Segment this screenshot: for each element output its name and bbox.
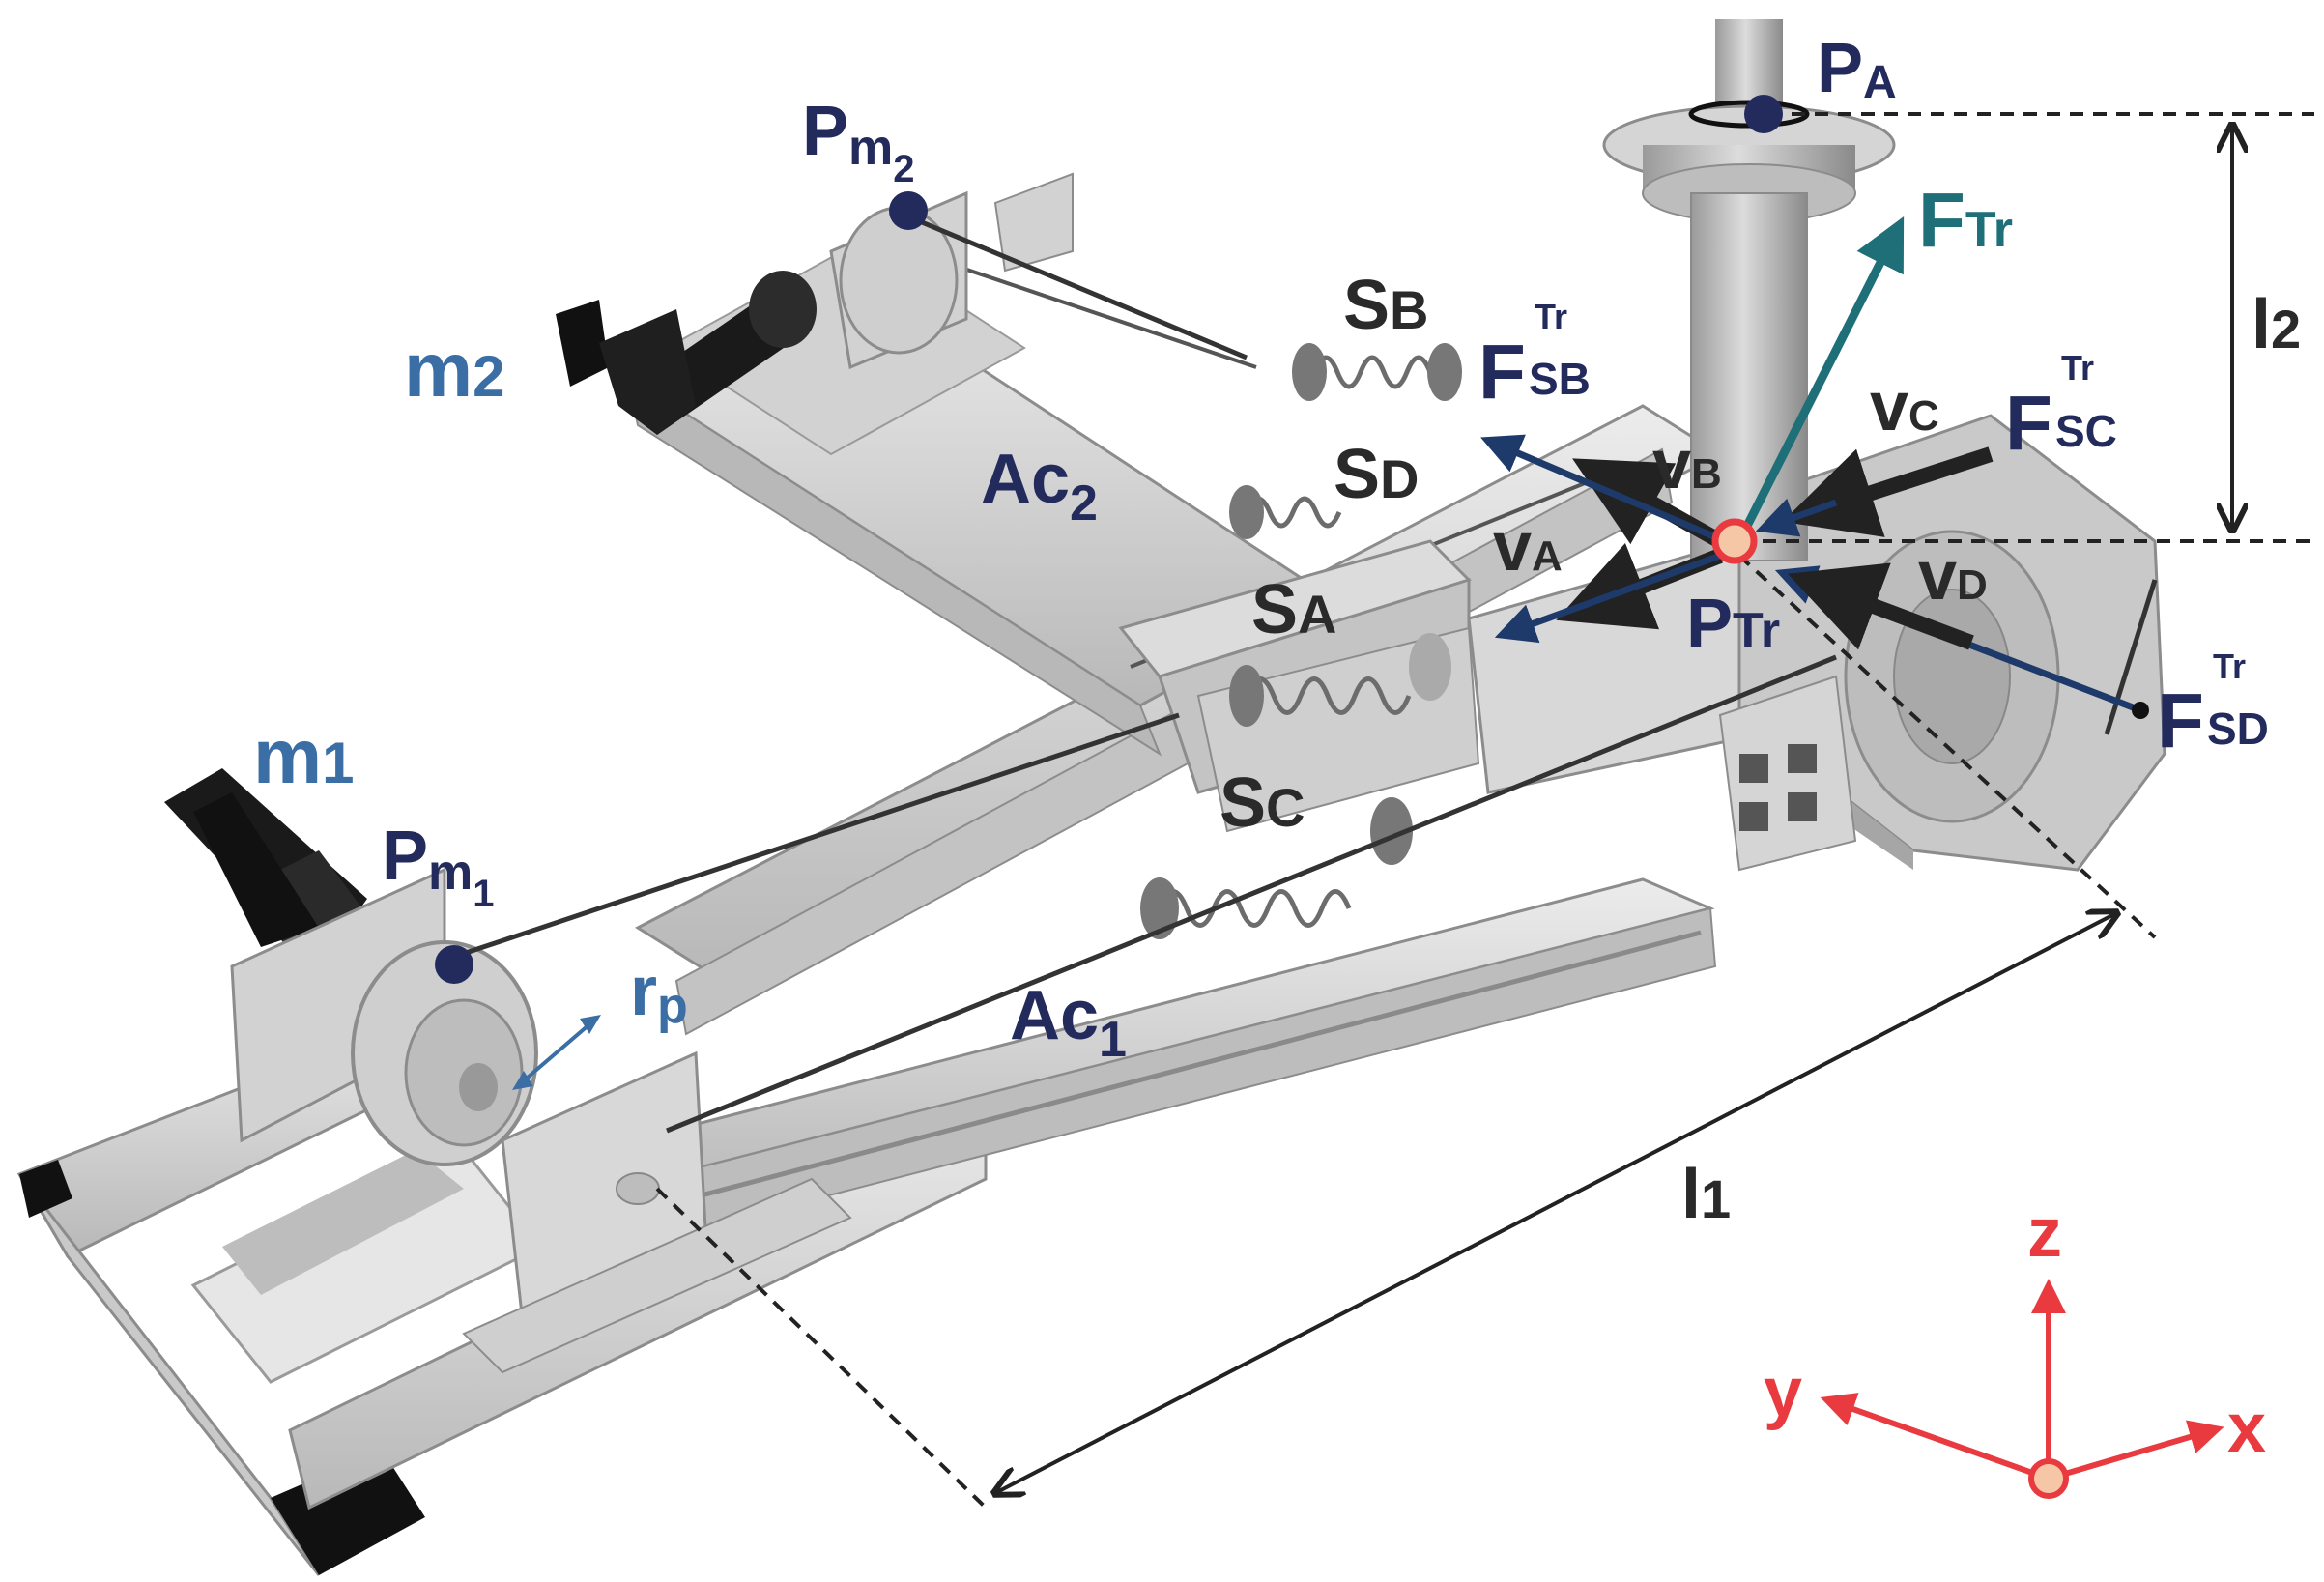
label-vb: vB [1652,426,1722,503]
dimension-l2 [1739,112,2314,543]
label-va: vA [1493,508,1563,586]
label-fsc-sub: SC [2055,406,2117,456]
label-m1: m1 [253,713,355,799]
label-sb: SB [1343,267,1428,344]
spring-collars [1140,343,1462,939]
label-vc: vC [1870,368,1939,446]
motor-m2 [556,271,817,435]
force-fsb-arrow [1480,434,1727,545]
label-fsc: F [2005,380,2052,466]
labels: PA Pm2 m2 Ac2 SB SD SA SC m1 Pm1 rp Ac1 … [253,30,2301,1467]
axes-origin [2028,1458,2069,1499]
pulley-m1-block [230,867,852,1374]
label-rp: rp [630,953,688,1034]
rp-arrow [512,1015,601,1090]
label-sa: SA [1251,571,1336,648]
label-vd: vD [1918,537,1988,615]
force-ftr-arrow [1735,216,1905,544]
label-axis-y: y [1764,1354,1802,1431]
label-l1: l1 [1681,1156,1731,1233]
point-pa [1744,95,1783,133]
force-fsc-arrow [1755,498,1838,537]
label-axis-x: x [2227,1390,2266,1467]
point-pm2 [889,191,928,230]
label-fsb-sup: Tr [1535,297,1567,336]
label-fsd-sup: Tr [2213,647,2246,686]
pulley-m2-block [829,172,1074,370]
cables [453,210,2158,1134]
label-pm2: Pm2 [802,93,915,190]
label-fsc-sup: Tr [2061,348,2094,388]
label-ftr: FTr [1918,177,2013,263]
label-axis-z: z [2027,1194,2062,1272]
label-sd: SD [1334,436,1419,513]
label-fsb: F [1478,329,1526,415]
velocity-vd-arrow [1788,562,1974,650]
label-pa: PA [1817,30,1897,108]
label-fsb-sub: SB [1529,354,1591,404]
vectors [1480,216,2142,714]
label-ac1: Ac1 [1010,977,1127,1068]
point-pm1 [435,945,473,984]
label-l2: l2 [2252,286,2301,363]
mechanism-illustration [16,19,2166,1576]
coordinate-axes [1820,1279,2224,1499]
label-ac2: Ac2 [981,441,1098,532]
point-ptr [1711,518,1758,564]
label-fsd-sub: SD [2207,704,2269,754]
label-sc: SC [1219,764,1305,842]
label-ptr: PTr [1686,586,1780,663]
label-fsd: F [2157,677,2204,763]
carriage-block [1118,539,1761,833]
label-pm1: Pm1 [382,818,495,915]
point-fsd-anchor [2132,702,2149,719]
label-m2: m2 [404,327,505,413]
force-fsa-arrow [1494,552,1722,644]
velocity-vc-arrow [1782,446,1994,537]
